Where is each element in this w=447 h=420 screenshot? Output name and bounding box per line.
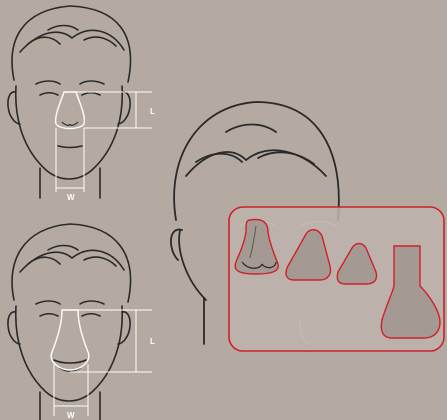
measure-guides-top xyxy=(56,92,152,192)
nose-outline-top xyxy=(56,92,85,129)
nostrils-top xyxy=(62,122,78,125)
width-label-top: W xyxy=(67,193,75,202)
face-top-left xyxy=(8,6,131,198)
face-bottom-left xyxy=(8,224,131,420)
length-label-top: L xyxy=(150,107,155,116)
width-label-bottom: W xyxy=(67,411,75,420)
length-label-bottom: L xyxy=(150,337,155,346)
